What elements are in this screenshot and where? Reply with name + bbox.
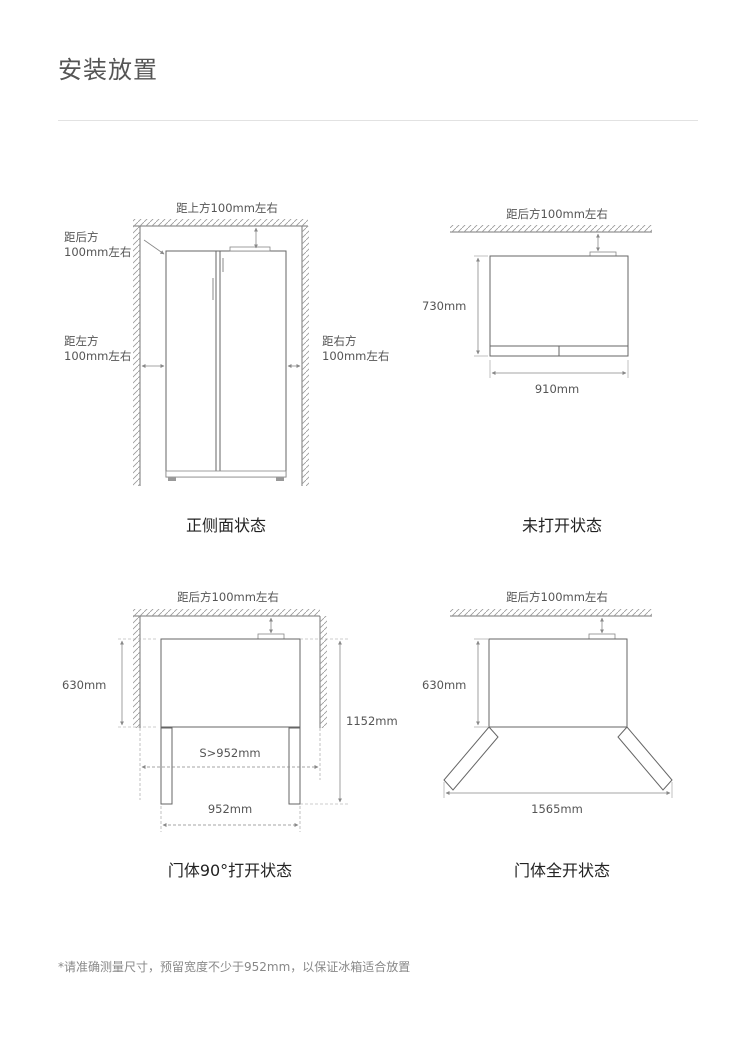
panel-fullopen-view: 距后方100mm左右 630mm 1565mm 门体全开状态 <box>422 590 673 880</box>
closed-width-label: 910mm <box>535 382 579 396</box>
right-gap-label-line2: 100mm左右 <box>322 349 389 363</box>
caption-open90: 门体90°打开状态 <box>168 861 292 880</box>
caption-front: 正侧面状态 <box>186 516 266 535</box>
fullopen-back-gap-label: 距后方100mm左右 <box>506 590 608 604</box>
wall-top <box>133 219 308 227</box>
open90-total-depth-label: 1152mm <box>346 714 398 728</box>
measurement-note: *请准确测量尺寸，预留宽度不少于952mm，以保证冰箱适合放置 <box>58 960 411 974</box>
title-divider <box>58 120 698 121</box>
wall-back <box>450 609 652 617</box>
open90-back-gap-label: 距后方100mm左右 <box>177 590 279 604</box>
left-gap-label-line1: 距左方 <box>64 334 99 348</box>
caption-closed: 未打开状态 <box>522 516 602 535</box>
wall-left <box>133 226 141 486</box>
back-gap-label-line1: 距后方 <box>64 230 99 244</box>
wall-back <box>133 609 320 617</box>
fridge-front <box>165 246 287 481</box>
fullopen-depth-label: 630mm <box>422 678 466 692</box>
page-title: 安装放置 <box>58 56 158 84</box>
panel-front-view: 距上方100mm左右 距后方 100mm左右 距左方 100mm左右 距右方 1… <box>64 201 389 535</box>
wall-left <box>133 616 141 728</box>
back-gap-arrow <box>143 239 165 255</box>
closed-back-gap-label: 距后方100mm左右 <box>506 207 608 221</box>
wall-back <box>450 225 652 233</box>
left-gap-label-line2: 100mm左右 <box>64 349 131 363</box>
open90-depth-label: 630mm <box>62 678 106 692</box>
fridge-top-closed <box>489 251 629 357</box>
top-gap-label: 距上方100mm左右 <box>176 201 278 215</box>
fullopen-width-label: 1565mm <box>531 802 583 816</box>
closed-depth-label: 730mm <box>422 299 466 313</box>
back-gap-label-line2: 100mm左右 <box>64 245 131 259</box>
right-gap-label-line1: 距右方 <box>322 334 357 348</box>
open90-space-label: S>952mm <box>199 746 260 760</box>
wall-right <box>319 616 327 728</box>
open90-width-label: 952mm <box>208 802 252 816</box>
panel-open90-view: 距后方100mm左右 630mm 1152mm S>952mm 952mm 门体… <box>62 590 398 880</box>
panel-closed-view: 距后方100mm左右 730mm 910mm 未打开状态 <box>422 207 652 535</box>
caption-fullopen: 门体全开状态 <box>514 861 610 880</box>
wall-right <box>301 226 309 486</box>
fridge-top-fullopen <box>443 633 673 791</box>
fridge-top-open90 <box>160 633 301 805</box>
